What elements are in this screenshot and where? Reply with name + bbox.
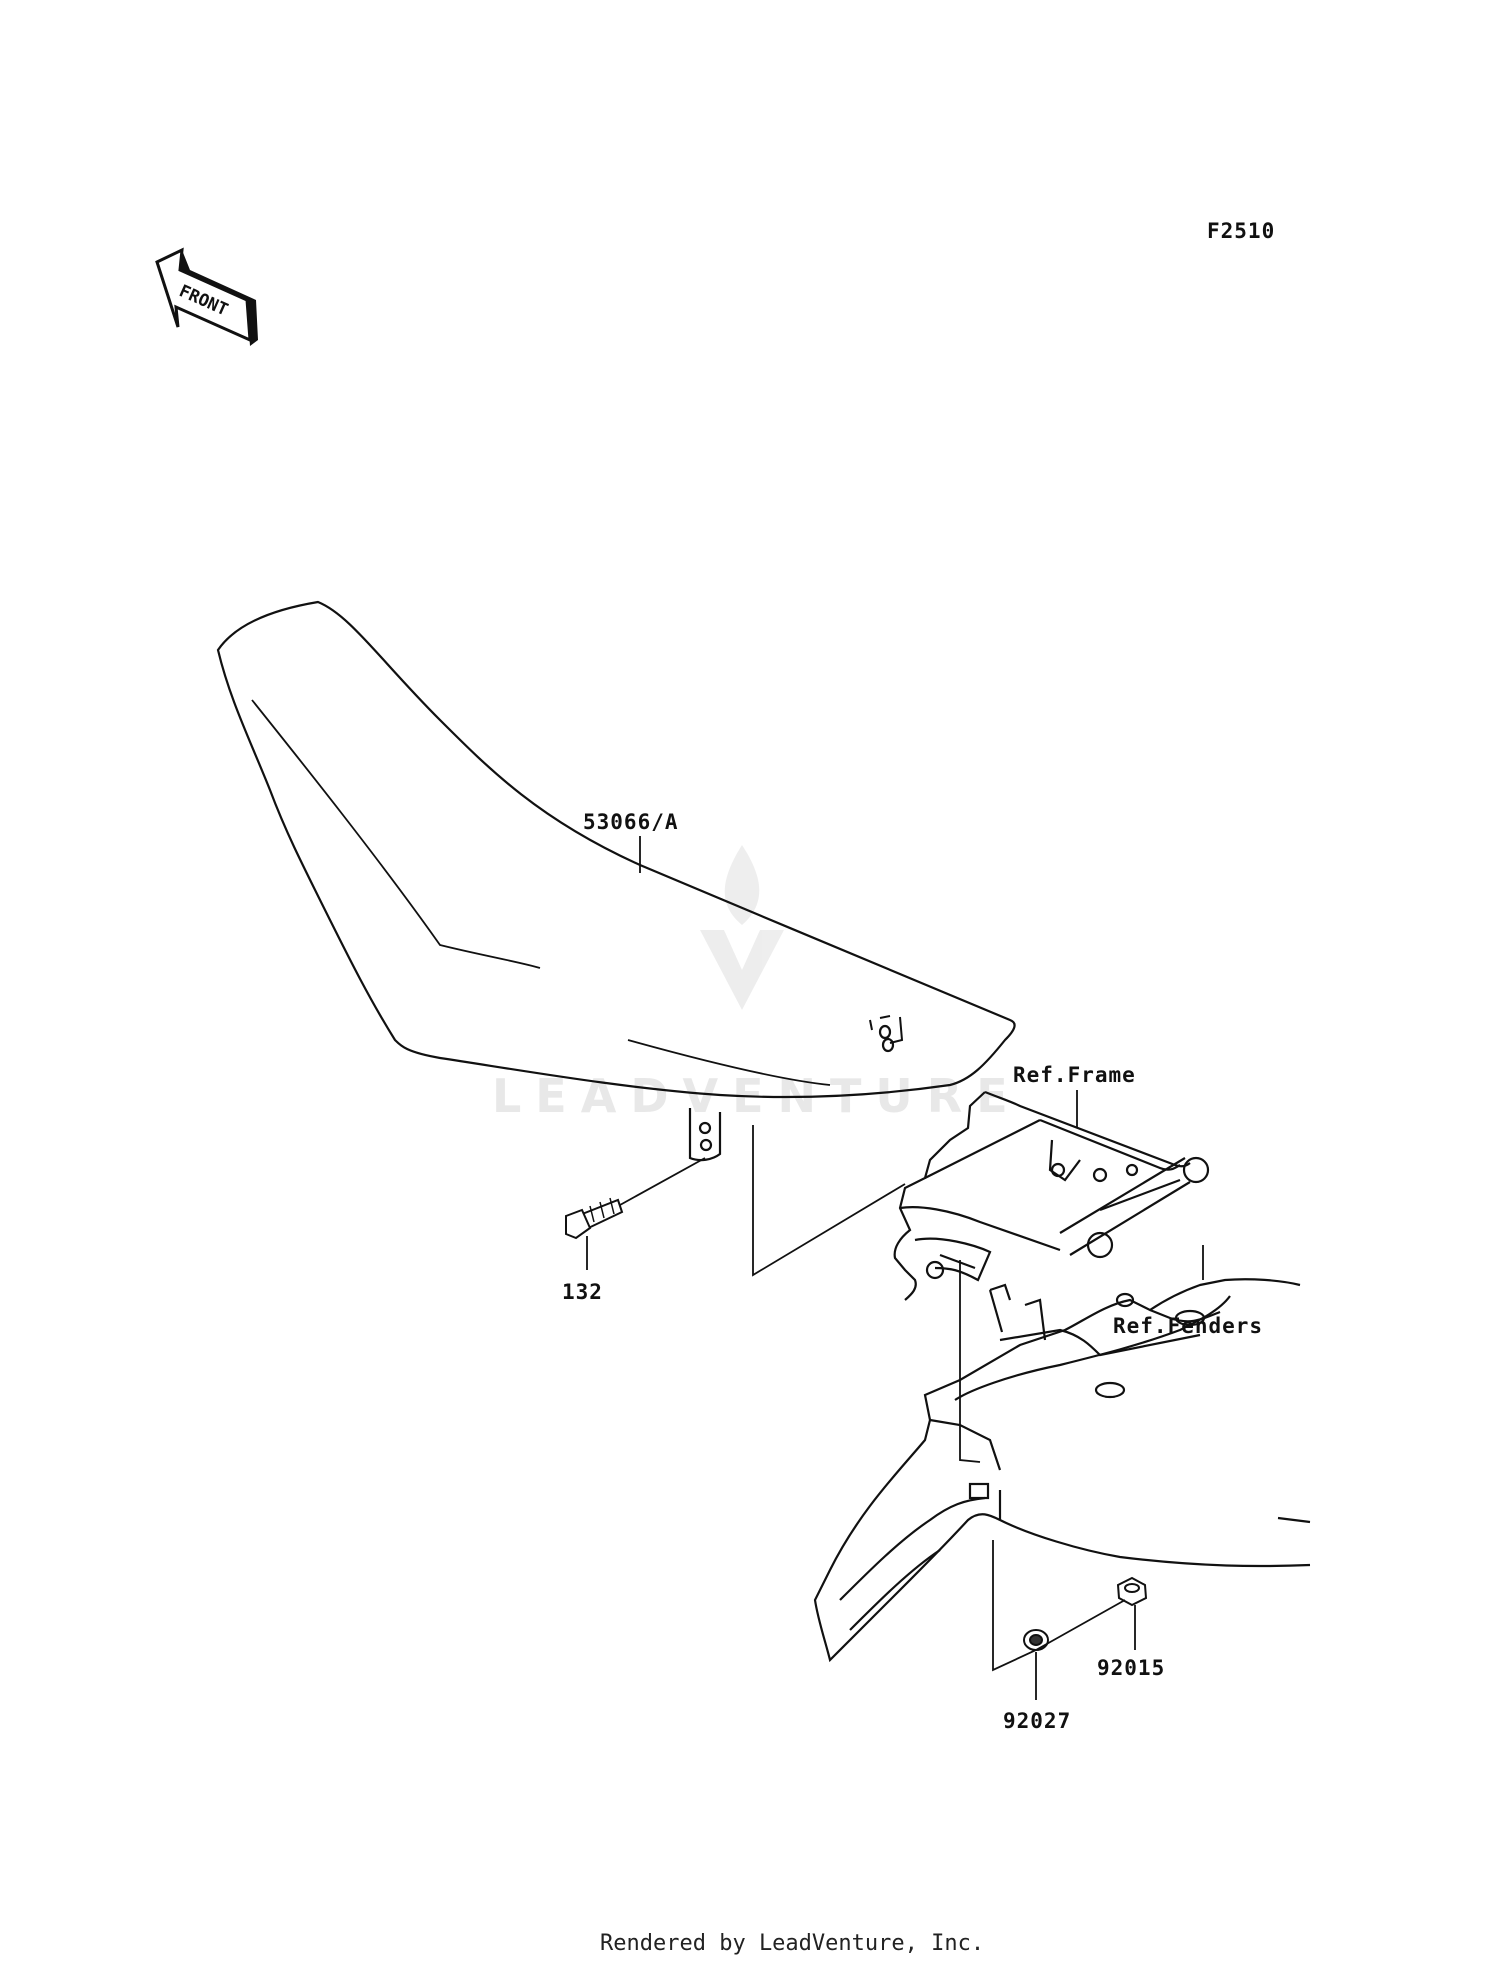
front-arrow-icon: FRONT <box>155 247 258 346</box>
watermark: LEADVENTURE <box>492 845 1008 1123</box>
frame <box>893 1090 1210 1301</box>
diagram-code: F2510 <box>1207 219 1275 243</box>
bolt-132 <box>565 1197 624 1240</box>
nut-92015 <box>1116 1576 1148 1607</box>
washer-92027 <box>1023 1629 1049 1651</box>
callout-ref-fenders: Ref.Fenders <box>1113 1314 1263 1338</box>
callout-132: 132 <box>562 1280 603 1304</box>
seat <box>216 600 1016 1162</box>
leader-lines <box>586 836 1204 1700</box>
rear-fender <box>813 1278 1311 1663</box>
callout-53066a: 53066/A <box>583 810 679 834</box>
callout-92027: 92027 <box>1003 1709 1071 1733</box>
callout-ref-frame: Ref.Frame <box>1013 1063 1136 1087</box>
callout-92015: 92015 <box>1097 1656 1165 1680</box>
footer-credit: Rendered by LeadVenture, Inc. <box>600 1931 984 1956</box>
